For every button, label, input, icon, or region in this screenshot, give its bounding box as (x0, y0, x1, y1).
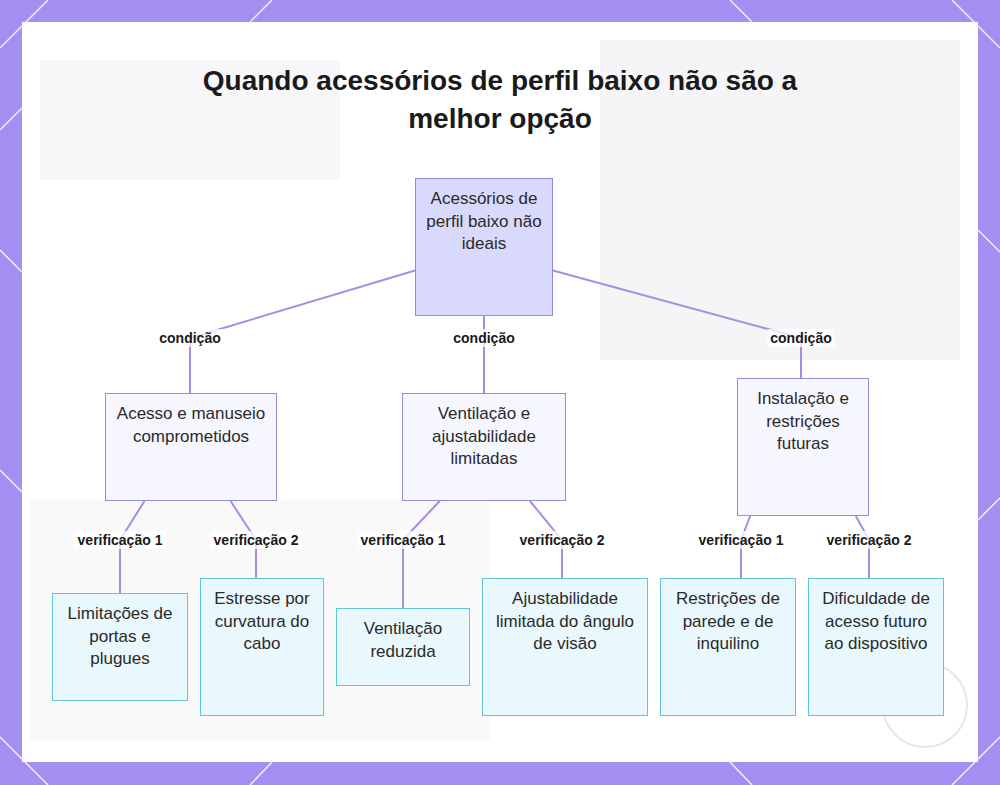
node-text: Limitações de portas e plugues (59, 603, 181, 671)
check-box: Restrições de parede e de inquilino (660, 578, 796, 716)
edge-label: verificação 1 (358, 531, 449, 549)
check-box: Limitações de portas e plugues (52, 593, 188, 701)
white-panel (22, 22, 978, 762)
check-box: Dificuldade de acesso futuro ao disposit… (808, 578, 944, 716)
connector-line (553, 270, 801, 378)
blurred-shape (30, 500, 490, 740)
check-box: Ventilação reduzida (336, 608, 470, 686)
connector-line (403, 501, 440, 608)
edge-label: condição (767, 329, 834, 347)
diagram-title: Quando acessórios de perfil baixo não sã… (200, 62, 800, 138)
connector-line (190, 270, 415, 393)
condition-box: Instalação e restrições futuras (737, 378, 869, 516)
node-text: Ajustabilidade limitada do ângulo de vis… (489, 588, 641, 656)
node-text: Restrições de parede e de inquilino (667, 588, 789, 656)
edge-label: verificação 2 (211, 531, 302, 549)
edge-label: verificação 2 (824, 531, 915, 549)
check-box: Estresse por curvatura do cabo (200, 578, 324, 716)
edge-label: condição (156, 329, 223, 347)
condition-box: Ventilação e ajustabilidade limitadas (402, 393, 566, 501)
node-text: Instalação e restrições futuras (744, 388, 862, 456)
connector-line (483, 316, 485, 393)
node-text: Estresse por curvatura do cabo (207, 588, 317, 656)
node-text: Ventilação reduzida (343, 618, 463, 663)
edge-label: verificação 1 (696, 531, 787, 549)
root-box: Acessórios de perfil baixo não ideais (415, 178, 553, 316)
condition-box: Acesso e manuseio comprometidos (105, 393, 277, 501)
edge-label: verificação 1 (75, 531, 166, 549)
node-text: Ventilação e ajustabilidade limitadas (409, 403, 559, 471)
node-text: Dificuldade de acesso futuro ao disposit… (815, 588, 937, 656)
check-box: Ajustabilidade limitada do ângulo de vis… (482, 578, 648, 716)
edge-label: verificação 2 (517, 531, 608, 549)
edge-label: condição (450, 329, 517, 347)
node-text: Acesso e manuseio comprometidos (112, 403, 270, 448)
node-text: Acessórios de perfil baixo não ideais (422, 188, 546, 256)
